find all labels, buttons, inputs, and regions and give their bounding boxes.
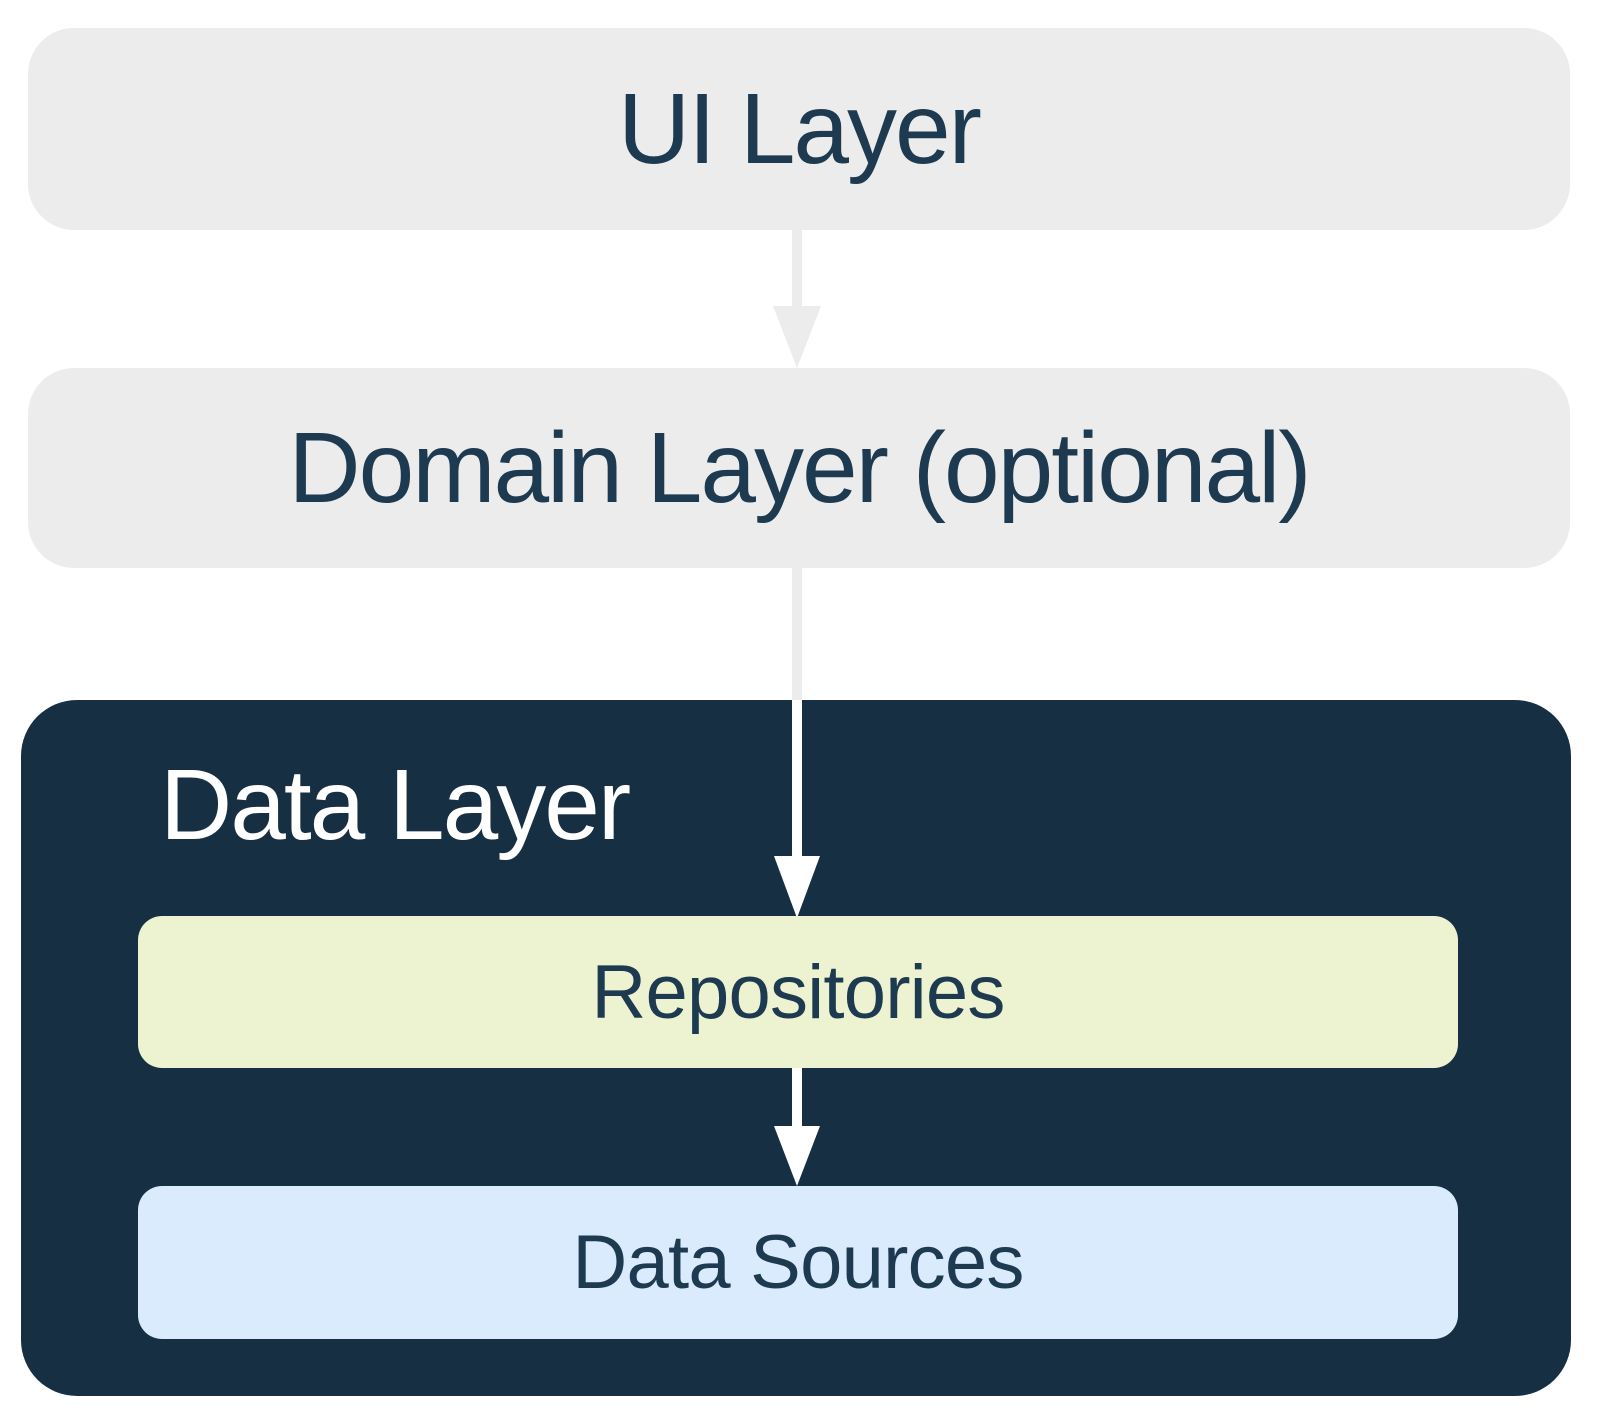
repositories-label: Repositories [591, 949, 1005, 1035]
repositories-box: Repositories [138, 916, 1458, 1068]
arrow-down-icon [773, 306, 821, 368]
domain-layer-box: Domain Layer (optional) [28, 368, 1570, 568]
domain-layer-label: Domain Layer (optional) [288, 411, 1311, 524]
arrow-down-icon [774, 1126, 820, 1186]
ui-layer-label: UI Layer [618, 72, 982, 185]
data-layer-label: Data Layer [160, 749, 631, 861]
arrow-stem [792, 568, 802, 700]
arrow-stem [792, 1068, 802, 1127]
arrow-stem [792, 700, 802, 857]
data-sources-label: Data Sources [572, 1220, 1024, 1305]
ui-layer-box: UI Layer [28, 28, 1570, 230]
arrow-down-icon [774, 856, 820, 918]
data-sources-box: Data Sources [138, 1186, 1458, 1339]
arrow-stem [792, 229, 802, 307]
